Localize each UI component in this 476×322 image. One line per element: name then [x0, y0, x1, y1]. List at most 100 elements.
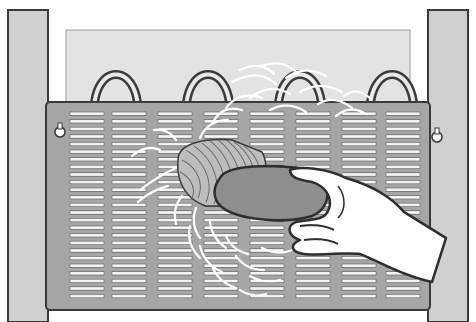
fin-slot [296, 150, 330, 153]
fin-slot [296, 294, 330, 297]
fin-slot [70, 142, 104, 145]
fin-slot [342, 120, 376, 123]
fin-slot [204, 226, 238, 229]
fin-slot [250, 256, 284, 259]
fin-slot [70, 127, 104, 130]
fin-slot [158, 226, 192, 229]
fin-slot [158, 264, 192, 267]
fin-slot [250, 142, 284, 145]
fin-slot [112, 264, 146, 267]
fin-slot [70, 287, 104, 290]
fin-slot [386, 158, 420, 161]
fin-slot [296, 135, 330, 138]
fin-slot [296, 264, 330, 267]
fin-slot [386, 127, 420, 130]
fin-slot [342, 294, 376, 297]
fin-slot [342, 150, 376, 153]
fin-slot [342, 279, 376, 282]
fin-slot [70, 211, 104, 214]
fin-slot [112, 287, 146, 290]
fin-slot [342, 112, 376, 115]
fin-slot [70, 279, 104, 282]
fin-slot [112, 234, 146, 237]
fin-slot [112, 218, 146, 221]
fin-slot [70, 150, 104, 153]
fin-slot [386, 287, 420, 290]
left-side-panel [8, 10, 48, 322]
fin-slot [112, 112, 146, 115]
fin-slot [112, 203, 146, 206]
fin-slot [70, 234, 104, 237]
fin-slot [112, 135, 146, 138]
fin-slot [250, 120, 284, 123]
fin-slot [250, 127, 284, 130]
fin-slot [70, 294, 104, 297]
fin-slot [158, 272, 192, 275]
fin-slot [204, 294, 238, 297]
fin-slot [70, 272, 104, 275]
fin-slot [250, 272, 284, 275]
fin-slot [158, 287, 192, 290]
fin-slot [70, 196, 104, 199]
fin-slot [158, 203, 192, 206]
fin-slot [158, 142, 192, 145]
fin-slot [386, 180, 420, 183]
fin-slot [70, 241, 104, 244]
fin-slot [112, 180, 146, 183]
fin-slot [70, 203, 104, 206]
fin-slot [70, 165, 104, 168]
fin-slot [342, 158, 376, 161]
fin-slot [112, 256, 146, 259]
fin-slot [112, 279, 146, 282]
fin-slot [250, 241, 284, 244]
fin-slot [204, 234, 238, 237]
fin-slot [158, 249, 192, 252]
fin-slot [342, 135, 376, 138]
fin-slot [342, 287, 376, 290]
fin-slot [342, 165, 376, 168]
fin-slot [250, 264, 284, 267]
fin-slot [112, 127, 146, 130]
fin-slot [342, 264, 376, 267]
fin-slot [342, 272, 376, 275]
fin-slot [112, 142, 146, 145]
fin-slot [158, 256, 192, 259]
fin-slot [70, 135, 104, 138]
fin-slot [70, 264, 104, 267]
fin-slot [342, 173, 376, 176]
fin-slot [158, 120, 192, 123]
fin-slot [204, 218, 238, 221]
fin-slot [70, 256, 104, 259]
fin-slot [250, 226, 284, 229]
fin-slot [204, 135, 238, 138]
fin-slot [70, 158, 104, 161]
fin-slot [386, 150, 420, 153]
fin-slot [296, 256, 330, 259]
fin-slot [112, 173, 146, 176]
fin-slot [158, 196, 192, 199]
fin-slot [296, 158, 330, 161]
fin-slot [250, 112, 284, 115]
fin-slot [158, 234, 192, 237]
fin-slot [250, 234, 284, 237]
fin-slot [386, 279, 420, 282]
fin-slot [296, 120, 330, 123]
fin-slot [158, 241, 192, 244]
fin-slot [342, 127, 376, 130]
fin-slot [296, 127, 330, 130]
fin-slot [386, 188, 420, 191]
fin-slot [386, 142, 420, 145]
fin-slot [112, 249, 146, 252]
fin-slot [112, 211, 146, 214]
fin-slot [204, 249, 238, 252]
fin-slot [112, 272, 146, 275]
fin-slot [386, 173, 420, 176]
fin-slot [70, 180, 104, 183]
fin-slot [386, 165, 420, 168]
fin-slot [158, 294, 192, 297]
fin-slot [70, 188, 104, 191]
fin-slot [296, 279, 330, 282]
fin-slot [158, 112, 192, 115]
